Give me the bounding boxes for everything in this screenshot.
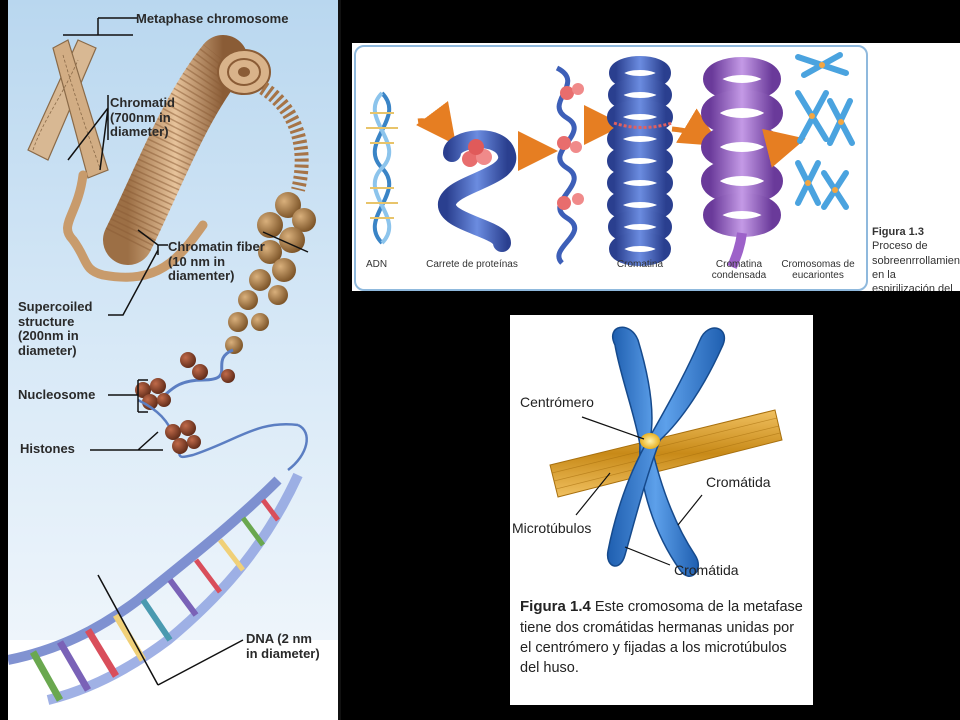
- fig14-label-microtubulos: Microtúbulos: [512, 520, 592, 536]
- fig13-nucleosome-string: [555, 65, 584, 265]
- fig13-label-cromosomas: Cromosomas de eucariontes: [781, 259, 855, 282]
- label-chromatin-fiber: Chromatin fiber (10 nm in diamenter): [168, 239, 265, 284]
- nucleosomes: [135, 348, 308, 471]
- figure-1-4-illustration: [549, 326, 783, 577]
- label-metaphase-chromosome: Metaphase chromosome: [136, 11, 289, 26]
- leader-lines: [63, 17, 309, 686]
- fig14-caption: Figura 1.4 Este cromosoma de la metafase…: [520, 598, 803, 676]
- figure-1-3-illustration: [366, 52, 855, 269]
- centromere: [640, 433, 660, 449]
- label-chromatid: Chromatid (700nm in diameter): [110, 95, 175, 140]
- chromatin-structure-diagram: Metaphase chromosome Chromatid (700nm in…: [8, 0, 341, 720]
- fig13-caption: Figura 1.3 Proceso de sobreenrrollamient…: [872, 226, 960, 291]
- label-nucleosome: Nucleosome: [18, 387, 96, 402]
- fig13-chromatin-coil: [607, 56, 673, 266]
- chromatin-tail: [63, 170, 208, 282]
- figure-1-4: Centrómero Cromátida Microtúbulos Cromát…: [510, 315, 813, 705]
- fig13-dna: [366, 91, 398, 245]
- chromatin-illustration: [8, 17, 316, 705]
- fig14-label-cromatida-right: Cromátida: [706, 474, 771, 490]
- fig14-label-cromatida-bottom: Cromátida: [674, 562, 739, 578]
- fig13-arrow-1: [415, 101, 457, 145]
- label-dna: DNA (2 nm in diameter): [246, 631, 320, 661]
- fig13-label-adn: ADN: [366, 259, 388, 270]
- fig14-leader-lines: [575, 416, 703, 566]
- dna-helix: [8, 472, 303, 705]
- fig13-protein-spool: [438, 130, 517, 252]
- metaphase-chromosome: [27, 39, 109, 179]
- label-histones: Histones: [20, 441, 75, 456]
- chromatid-left: [612, 326, 700, 577]
- fig13-arrow-2: [517, 131, 558, 172]
- fig13-label-cromatina-condensada: Cromatina condensada: [711, 259, 767, 282]
- fig13-arrow-5: [762, 128, 806, 168]
- figure-1-3: ADN Carrete de proteínas Cromatina Croma…: [352, 43, 960, 291]
- fig13-label-cromatina: Cromatina: [616, 259, 664, 270]
- fig13-condensed-chromatin: [701, 57, 783, 269]
- fig14-label-centromero: Centrómero: [520, 394, 594, 410]
- supercoiled-fiber: [103, 35, 309, 265]
- label-supercoiled-structure: Supercoiled structure (200nm in diameter…: [18, 299, 93, 358]
- fig13-label-carrete: Carrete de proteínas: [426, 259, 518, 270]
- fig13-chromosomes: [795, 52, 855, 210]
